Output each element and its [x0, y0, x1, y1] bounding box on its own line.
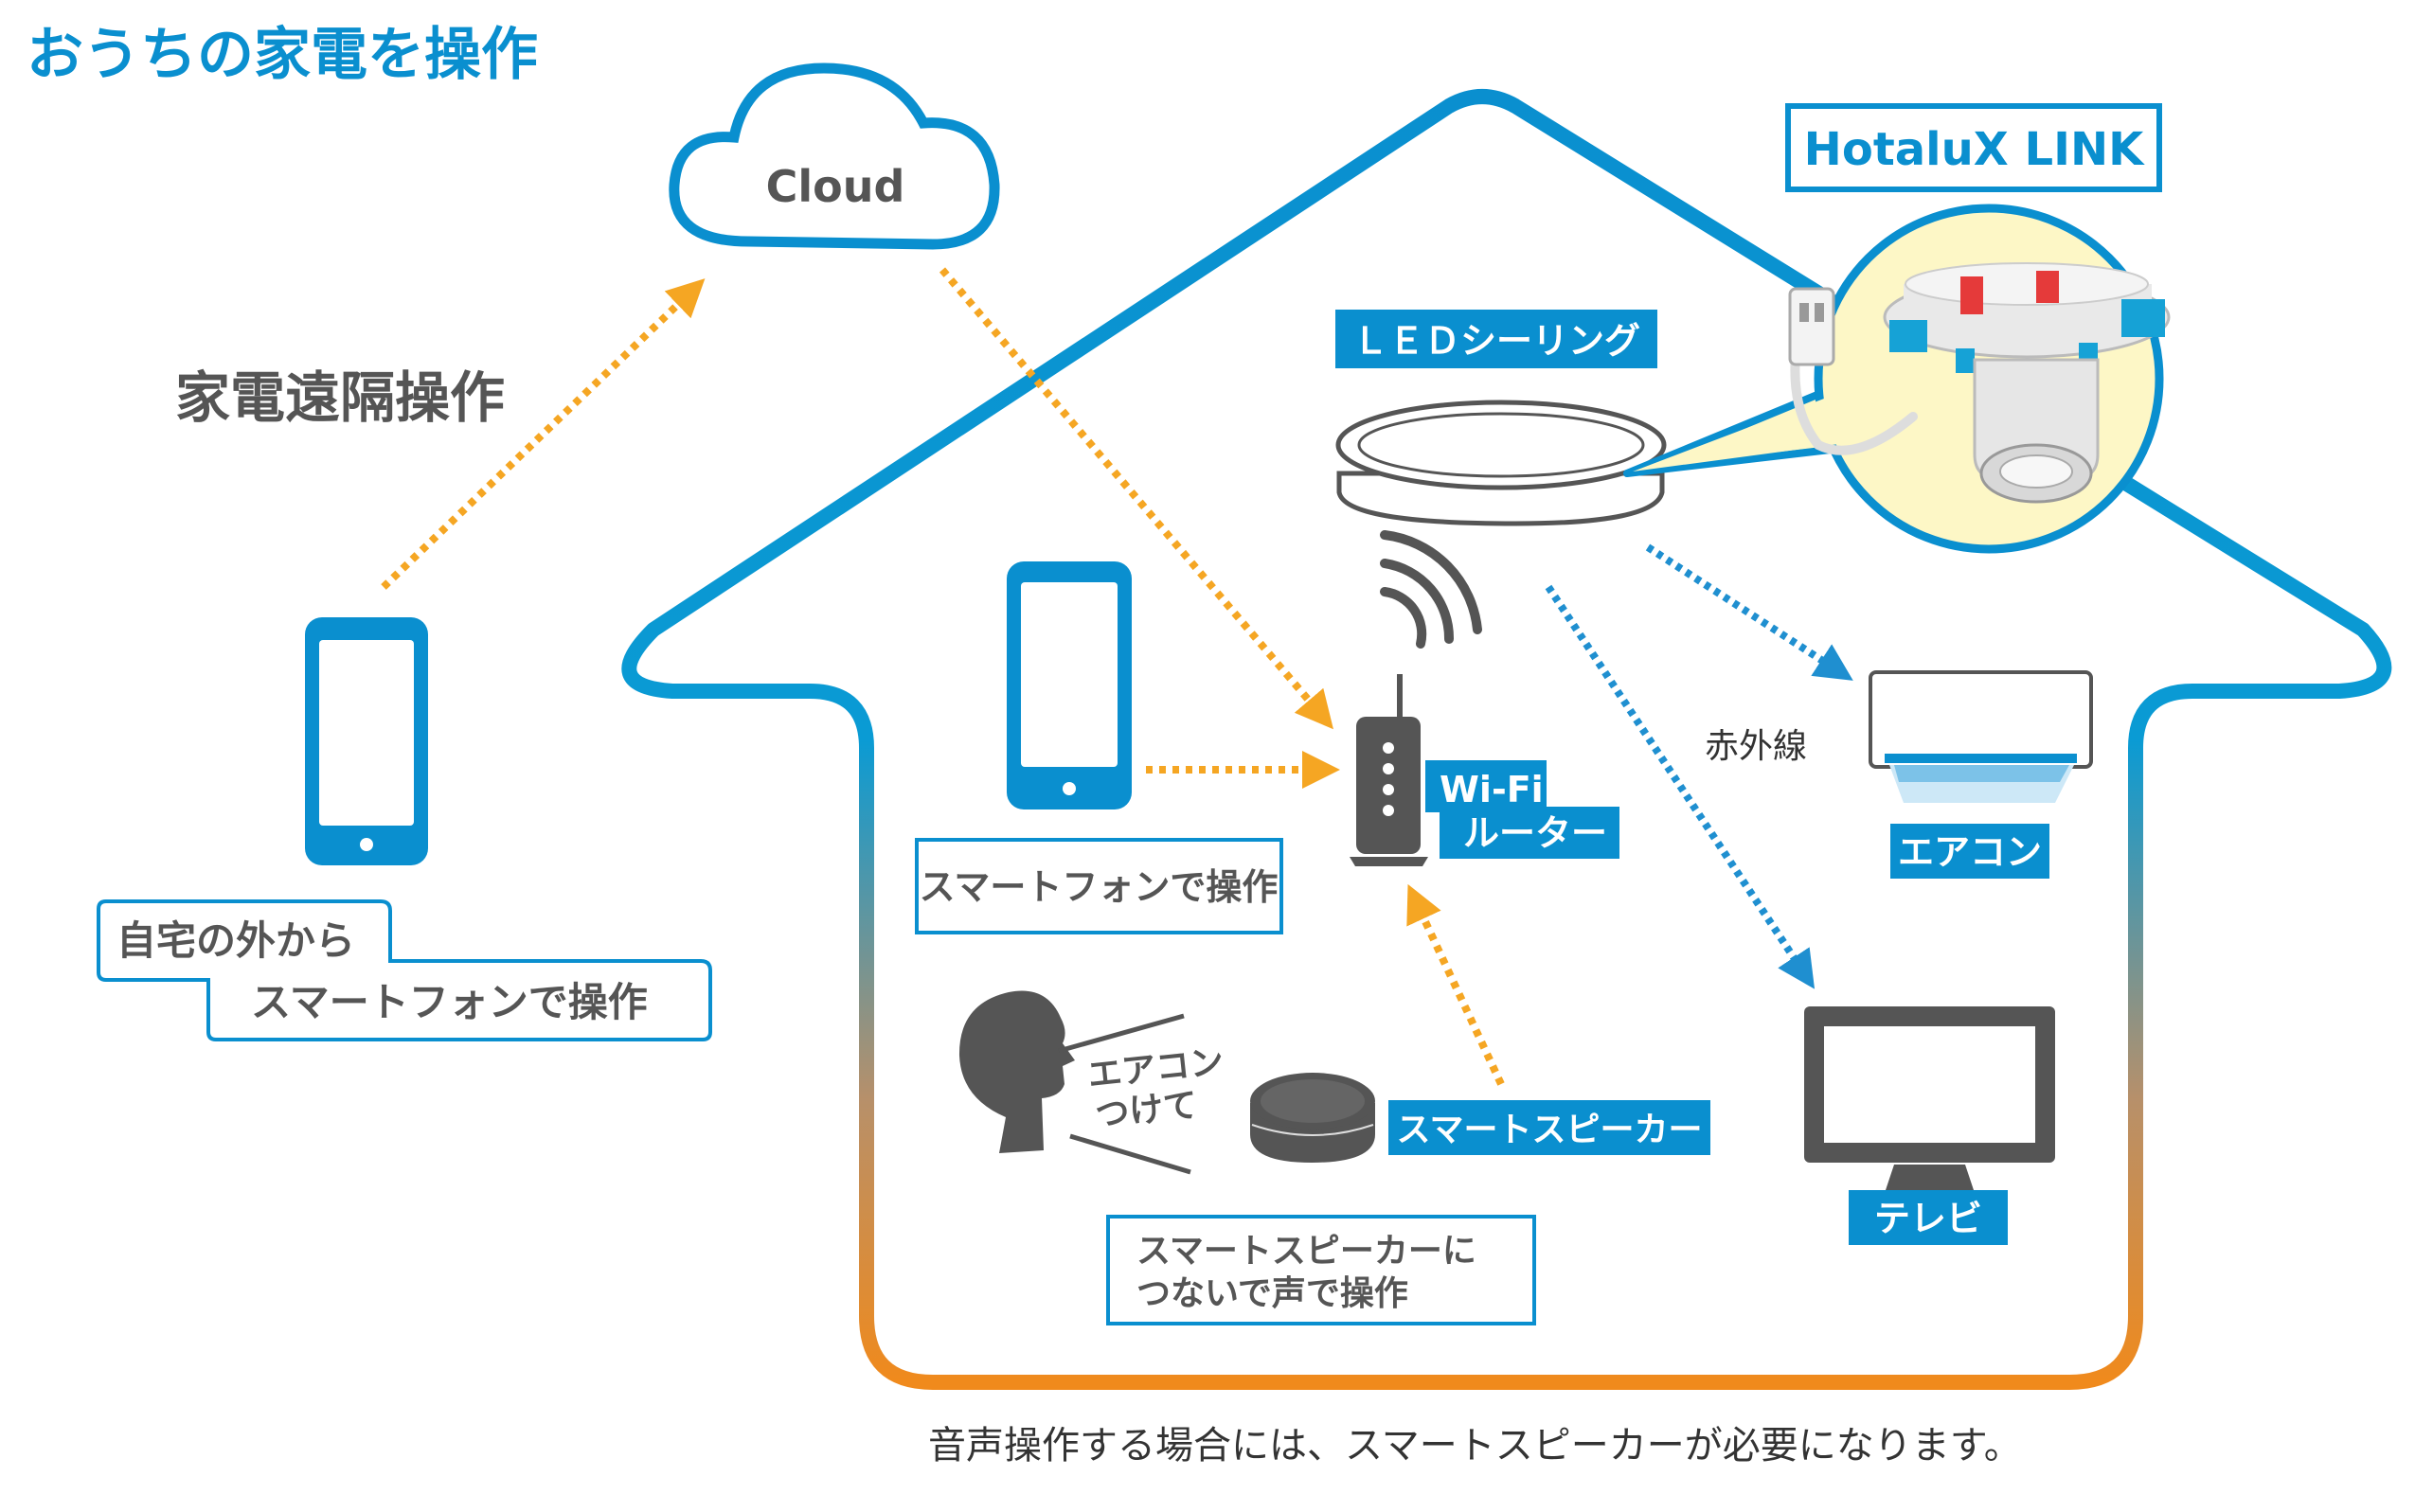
house-outline [621, 89, 2392, 1390]
infrared-arrow-aircon [1645, 543, 1853, 681]
indoor-phone-label: スマートフォンで操作 [915, 838, 1283, 934]
svg-text:エアコン: エアコン [1086, 1042, 1226, 1095]
svg-text:スマートスピーカーに: スマートスピーカーに [1136, 1232, 1476, 1271]
hotalux-link-adapter-image [1788, 262, 2171, 504]
voice-lines [1058, 1013, 1191, 1175]
svg-text:つないで声で操作: つないで声で操作 [1136, 1274, 1408, 1313]
svg-text:Wi-Fi: Wi-Fi [1440, 769, 1544, 810]
arrow-cloud-to-router [939, 267, 1333, 730]
infrared-label: 赤外線 [1705, 727, 1807, 766]
page-title: おうちの家電を操作 [27, 22, 538, 88]
svg-text:HotaluX LINK: HotaluX LINK [1804, 123, 2145, 176]
arrow-phone-to-cloud [381, 278, 706, 590]
led-ceiling-label: ＬＥＤシーリング [1335, 310, 1657, 368]
svg-text:エアコン: エアコン [1898, 831, 2042, 873]
svg-text:ルーター: ルーター [1463, 812, 1607, 854]
led-ceiling-light-icon [1335, 400, 1667, 526]
svg-text:スマートフォンで操作: スマートフォンで操作 [920, 866, 1279, 908]
person-head-icon [958, 990, 1075, 1153]
tv-icon [1804, 1006, 2055, 1193]
speaker-description-label: スマートスピーカーに つないで声で操作 [1106, 1215, 1536, 1325]
voice-command-text: エアコン つけて [1086, 1042, 1226, 1135]
cloud-icon: Cloud [669, 62, 1000, 250]
arrow-speaker-to-router [1406, 883, 1505, 1086]
indoor-smartphone-icon [1007, 561, 1132, 809]
outside-label-line1: 自宅の外から [116, 917, 355, 964]
outside-control-label: 自宅の外から スマートフォンで操作 [97, 899, 712, 1041]
smart-speaker-label: スマートスピーカー [1388, 1100, 1710, 1155]
svg-text:ＬＥＤシーリング: ＬＥＤシーリング [1352, 320, 1640, 362]
infrared-arrow-tv [1545, 584, 1816, 989]
outside-label-line2: スマートフォンで操作 [251, 979, 648, 1025]
tv-label: テレビ [1849, 1190, 2008, 1245]
wifi-signal-icon [1380, 530, 1482, 649]
smart-speaker-icon [1250, 1073, 1375, 1163]
footnote: 音声操作する場合には、スマートスピーカーが必要になります。 [928, 1424, 2022, 1468]
aircon-label: エアコン [1890, 824, 2049, 879]
air-conditioner-icon [1869, 670, 2093, 803]
svg-text:スマートスピーカー: スマートスピーカー [1397, 1111, 1703, 1149]
wifi-router-icon [1350, 674, 1428, 866]
remote-control-label: 家電遠隔操作 [175, 365, 505, 430]
outside-smartphone-icon [305, 617, 428, 865]
cloud-label: Cloud [766, 161, 905, 212]
hotalux-link-label: HotaluX LINK [1785, 103, 2162, 192]
svg-text:テレビ: テレビ [1874, 1198, 1982, 1239]
router-label: Wi-Fi ルーター [1425, 760, 1619, 859]
